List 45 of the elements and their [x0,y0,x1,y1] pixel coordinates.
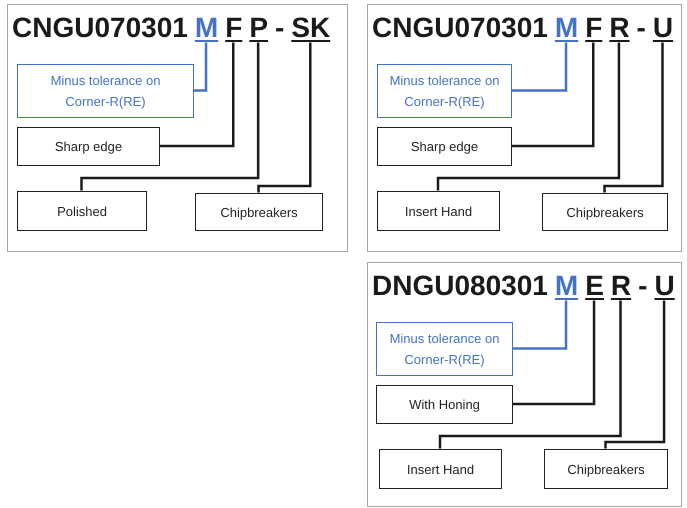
label-box: Sharp edge [377,127,512,166]
leader-line [194,42,208,92]
label-box: With Honing [376,385,513,424]
leader-line [512,300,568,350]
code-letter: M [554,11,578,45]
code-prefix: CNGU070301 [372,11,548,45]
code-letter: U [654,269,675,303]
code-letter: R [610,269,632,303]
label-box: Chipbreakers [195,193,323,231]
panel-frame [367,4,682,252]
code-letter: F [585,11,602,45]
leader-line [436,42,620,190]
code-separator: - [636,11,646,45]
code-letter: U [652,11,674,45]
label-box: Chipbreakers [544,449,668,489]
label-box: Minus tolerance on Corner-R(RE) [376,322,513,376]
code-separator: - [275,11,284,45]
leader-line [160,42,234,148]
panel-frame [367,262,682,507]
label-box: Polished [17,191,147,231]
label-box: Insert Hand [377,191,500,231]
code-separator: - [638,269,648,303]
code-letter: E [585,269,604,303]
leader-line [512,42,594,148]
leader-line [512,300,596,406]
leader-line [80,42,260,190]
code-letter: R [609,11,630,45]
leader-line [257,42,312,192]
code-letter: SK [291,11,330,45]
leader-line [438,300,622,448]
leader-line [512,42,568,92]
code-letter: P [249,11,268,45]
label-box: Minus tolerance on Corner-R(RE) [17,64,194,118]
code-letter: M [554,269,578,303]
label-box: Insert Hand [379,449,502,489]
code-letter: M [194,11,218,45]
leader-line [603,42,664,192]
code-prefix: DNGU080301 [372,269,548,303]
leader-line [604,300,666,448]
code-letter: F [225,11,242,45]
label-box: Chipbreakers [542,193,668,231]
panel-frame [7,4,348,252]
label-box: Minus tolerance on Corner-R(RE) [377,64,512,118]
label-box: Sharp edge [17,127,160,166]
code-prefix: CNGU070301 [12,11,188,45]
